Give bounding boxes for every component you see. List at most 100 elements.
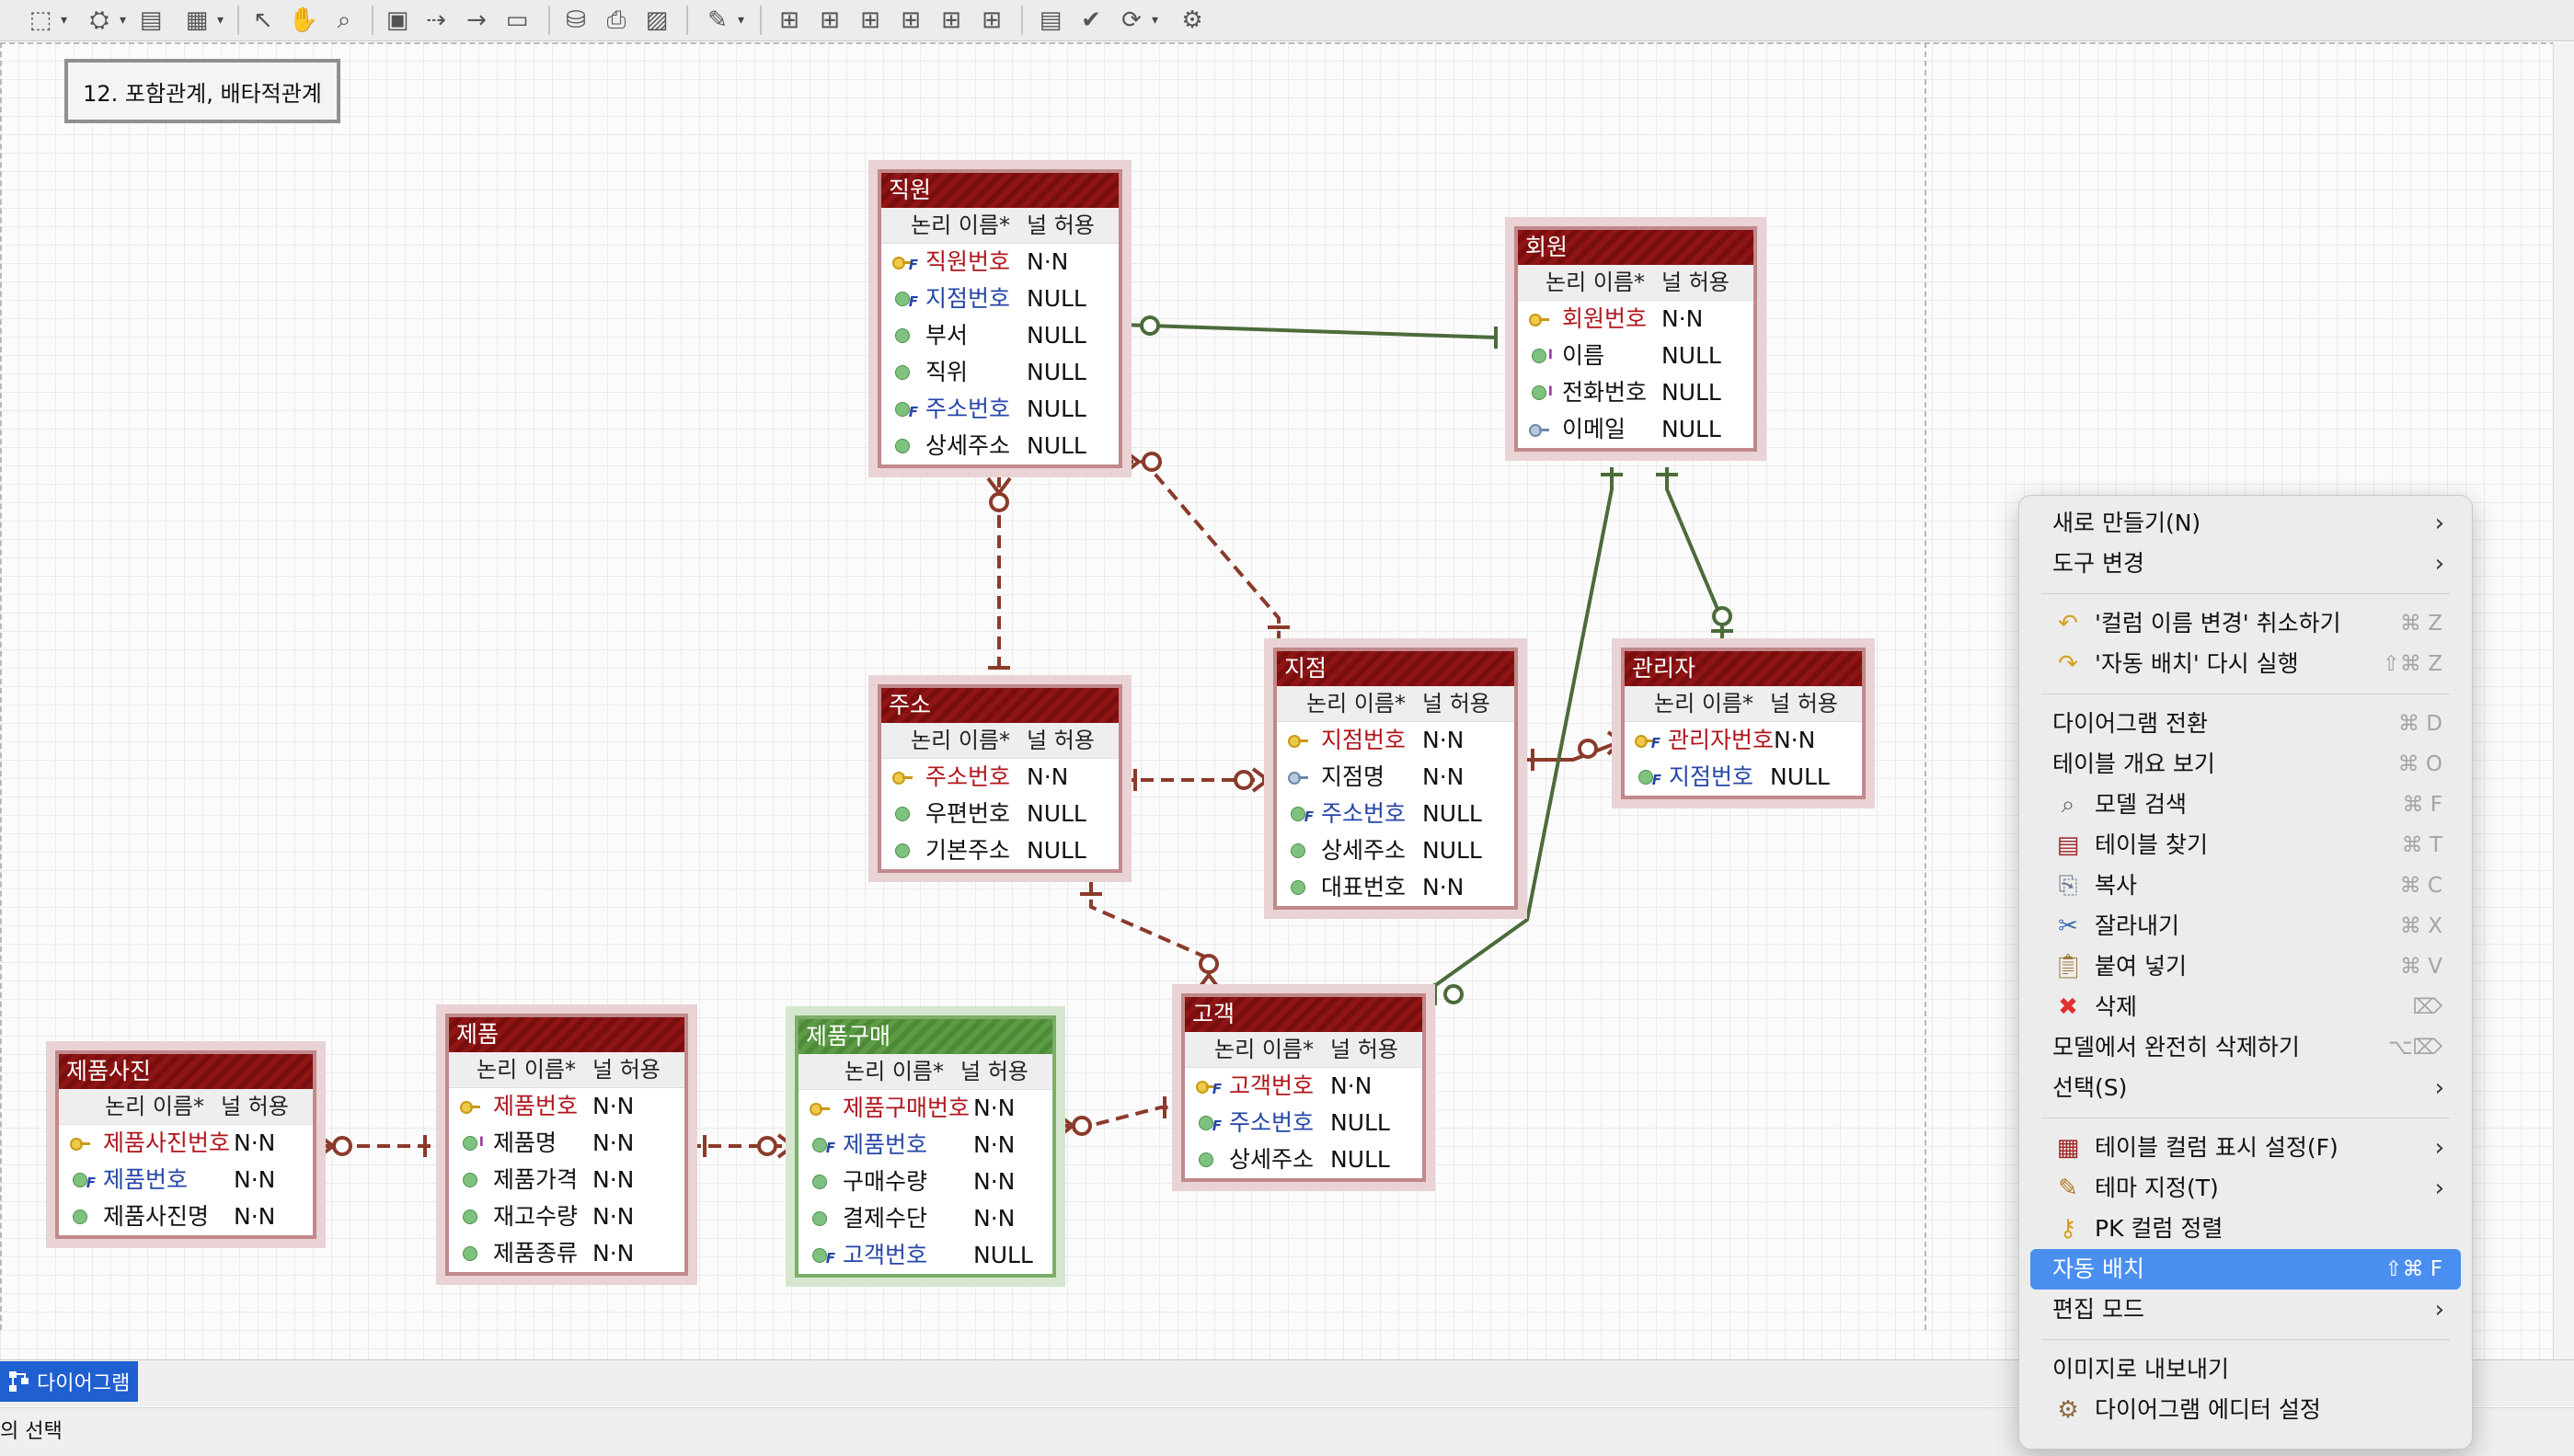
menu-item-editor-settings[interactable]: ⚙다이어그램 에디터 설정 xyxy=(2030,1390,2461,1430)
menu-item-select[interactable]: 선택(S)› xyxy=(2030,1068,2461,1108)
new-table-icon[interactable]: ▣ xyxy=(385,6,409,34)
menu-item-change-tool[interactable]: 도구 변경› xyxy=(2030,544,2461,584)
document-icon[interactable]: ▦ xyxy=(185,6,209,34)
menu-item-pk-sort[interactable]: ⚷PK 컬럼 정렬 xyxy=(2030,1209,2461,1249)
align-top-icon[interactable]: ⊞ xyxy=(901,6,921,34)
relation-jikwon-hoewon[interactable] xyxy=(1120,314,1499,349)
menu-item-export-image[interactable]: 이미지로 내보내기 xyxy=(2030,1349,2461,1390)
print-icon[interactable]: ⎙ xyxy=(606,6,626,34)
menu-item-copy[interactable]: ⎘복사⌘ C xyxy=(2030,866,2461,906)
menu-item-undo[interactable]: ↶'컬럼 이름 변경' 취소하기⌘ Z xyxy=(2030,603,2461,644)
settings-icon[interactable]: ⚙ xyxy=(1181,6,1203,34)
menu-item-auto-layout[interactable]: 자동 배치⇧⌘ F xyxy=(2030,1249,2461,1290)
relation-jepumgumae-gogaek[interactable] xyxy=(1056,1096,1179,1139)
relation-hoewon-gogaek[interactable] xyxy=(1422,467,1623,1005)
align-middle-icon[interactable]: ⊞ xyxy=(941,6,961,34)
diagram-note[interactable]: 12. 포함관계, 배타적관계 xyxy=(64,59,340,123)
relation-juso-jijeom[interactable] xyxy=(1120,767,1271,793)
relation-jikwon-juso[interactable] xyxy=(986,475,1012,681)
relation-nonidentifying-icon[interactable]: ⇢ xyxy=(426,6,446,34)
chevron-down-icon[interactable]: ▾ xyxy=(738,13,745,28)
context-menu[interactable]: 새로 만들기(N)› 도구 변경› ↶'컬럼 이름 변경' 취소하기⌘ Z ↷'… xyxy=(2018,495,2473,1450)
table-icon[interactable]: ▤ xyxy=(139,6,163,34)
database-icon[interactable]: ⛁ xyxy=(566,6,586,34)
chevron-down-icon[interactable]: ▾ xyxy=(120,13,127,28)
check-icon[interactable]: ✔ xyxy=(1081,6,1101,34)
zoom-icon[interactable]: ⌕ xyxy=(337,6,351,34)
align-right-icon[interactable]: ⊞ xyxy=(860,6,880,34)
menu-item-cut[interactable]: ✂잘라내기⌘ X xyxy=(2030,906,2461,946)
chevron-down-icon[interactable]: ▾ xyxy=(1152,13,1159,28)
relation-jepumsajin-jepum[interactable] xyxy=(316,1133,443,1159)
chevron-down-icon[interactable]: ▾ xyxy=(61,13,68,28)
hand-icon[interactable]: ✋ xyxy=(288,6,319,34)
relation-juso-gogaek[interactable] xyxy=(1080,879,1222,992)
chevron-down-icon[interactable]: ▾ xyxy=(217,13,224,28)
color-fill-icon[interactable]: ⛭ xyxy=(89,6,109,34)
relation-identifying-icon[interactable]: → xyxy=(466,6,487,34)
menu-item-column-display[interactable]: ▦테이블 컬럼 표시 설정(F)› xyxy=(2030,1128,2461,1168)
tab-diagram[interactable]: 다이어그램 xyxy=(0,1361,138,1402)
pointer-icon[interactable]: ↖ xyxy=(253,6,273,34)
menu-item-model-search[interactable]: ⌕모델 검색⌘ F xyxy=(2030,785,2461,825)
menu-item-edit-mode[interactable]: 편집 모드› xyxy=(2030,1290,2461,1330)
align-center-icon[interactable]: ⊞ xyxy=(820,6,840,34)
align-bottom-icon[interactable]: ⊞ xyxy=(982,6,1002,34)
menu-item-paste[interactable]: 📋︎붙여 넣기⌘ V xyxy=(2030,946,2461,987)
relation-jijeom-gwanrija[interactable] xyxy=(1520,730,1625,771)
menu-item-theme[interactable]: ✎테마 지정(T)› xyxy=(2030,1168,2461,1209)
relation-jepum-jepumgumae[interactable] xyxy=(688,1133,797,1159)
report-icon[interactable]: ▤ xyxy=(1039,6,1063,34)
vertical-scrollbar[interactable] xyxy=(2553,42,2574,1359)
align-left-icon[interactable]: ⊞ xyxy=(779,6,799,34)
image-icon[interactable]: ▨ xyxy=(645,6,669,34)
note-icon[interactable]: ▭ xyxy=(505,6,529,34)
menu-item-delete[interactable]: ✖삭제⌦ xyxy=(2030,987,2461,1027)
sync-icon[interactable]: ⟳ xyxy=(1121,6,1142,34)
menu-item-switch-diagram[interactable]: 다이어그램 전환⌘ D xyxy=(2030,704,2461,744)
layout-icon[interactable]: ⬚ xyxy=(29,6,52,34)
relation-hoewon-gwanrija[interactable] xyxy=(1656,467,1733,644)
menu-item-find-table[interactable]: ▤테이블 찾기⌘ T xyxy=(2030,825,2461,866)
